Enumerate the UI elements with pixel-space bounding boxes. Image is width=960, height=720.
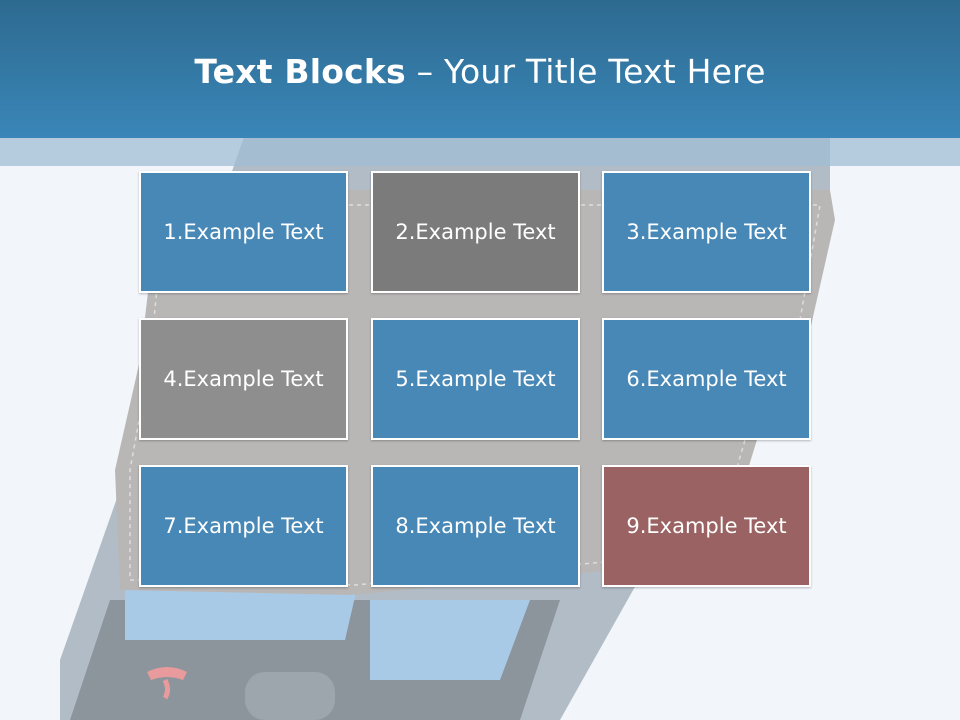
text-block-label: 2.Example Text [395, 220, 556, 244]
text-block-6[interactable]: 6.Example Text [602, 318, 811, 440]
text-block-label: 8.Example Text [395, 514, 556, 538]
text-block-1[interactable]: 1.Example Text [139, 171, 348, 293]
text-block-label: 4.Example Text [163, 367, 324, 391]
text-block-label: 7.Example Text [163, 514, 324, 538]
text-block-4[interactable]: 4.Example Text [139, 318, 348, 440]
text-block-8[interactable]: 8.Example Text [371, 465, 580, 587]
text-block-2[interactable]: 2.Example Text [371, 171, 580, 293]
text-block-7[interactable]: 7.Example Text [139, 465, 348, 587]
slide-title: Text Blocks – Your Title Text Here [0, 52, 960, 91]
title-dash: – [405, 52, 444, 91]
text-block-label: 1.Example Text [163, 220, 324, 244]
title-underline-band [0, 138, 960, 166]
text-block-label: 5.Example Text [395, 367, 556, 391]
text-block-9[interactable]: 9.Example Text [602, 465, 811, 587]
text-block-label: 9.Example Text [626, 514, 787, 538]
title-bar [0, 0, 960, 138]
text-block-label: 6.Example Text [626, 367, 787, 391]
title-bold-text: Text Blocks [194, 52, 406, 91]
text-block-label: 3.Example Text [626, 220, 787, 244]
text-block-3[interactable]: 3.Example Text [602, 171, 811, 293]
text-block-5[interactable]: 5.Example Text [371, 318, 580, 440]
title-rest-text: Your Title Text Here [443, 52, 766, 91]
